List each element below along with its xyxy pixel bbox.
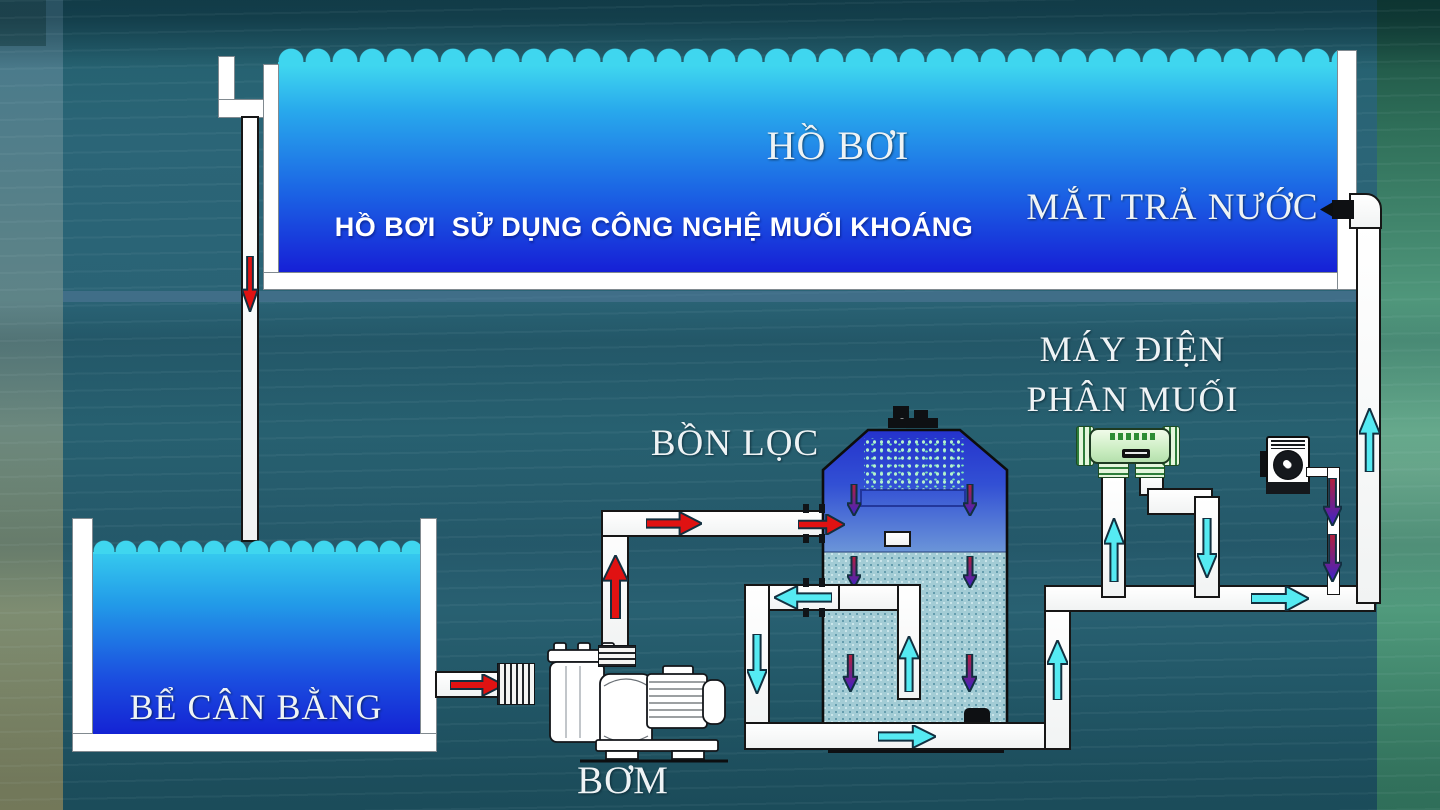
flange-tick [819, 504, 825, 513]
shadow-strip [63, 291, 1377, 302]
flange-tick [819, 534, 825, 543]
flow-arrow-drain-down [242, 256, 258, 312]
filter-inlet-elbow [884, 531, 911, 547]
flow-arrow-loop-down [747, 634, 767, 694]
sprinkler-spray [864, 438, 964, 490]
pump-illustration [547, 642, 728, 763]
balance-tank-water [93, 554, 420, 734]
flow-arrow-loop-up [1047, 640, 1068, 700]
return-jet-label: MẮT TRẢ NƯỚC [1026, 187, 1319, 228]
doser-bracket [1260, 451, 1268, 477]
flow-arrow-percolate [843, 654, 858, 692]
filter-distributor [860, 489, 966, 507]
pump-inlet-coupling [497, 663, 535, 705]
filter-collector-outlet [836, 584, 900, 611]
flow-arrow-percolate [963, 556, 977, 588]
flow-arrow-return-up [1359, 408, 1380, 472]
flange-tick [803, 504, 809, 513]
cell-display-slot [1122, 449, 1150, 458]
doser-gear [1273, 450, 1303, 480]
filter-label: BỒN LỌC [650, 423, 820, 464]
flow-arrow-filter-inlet [798, 514, 845, 535]
flange-tick [803, 578, 809, 587]
flow-arrow-chemical [1323, 478, 1342, 526]
flow-arrow-chemical [1323, 534, 1342, 582]
pool-wall-right [1337, 50, 1357, 290]
pool-subtitle: HỒ BƠI SỬ DỤNG CÔNG NGHỆ MUỐI KHOÁNG [334, 212, 974, 242]
flow-arrow-percolate [963, 484, 977, 516]
electrolyzer-label-line2: PHÂN MUỐI [1026, 379, 1239, 419]
flow-arrow-cell-down [1197, 518, 1217, 578]
flange-tick [819, 578, 825, 587]
doser-vents [1271, 440, 1305, 449]
flange-tick [803, 608, 809, 617]
pool-water [278, 66, 1338, 273]
pool-title: HỒ BƠI [766, 123, 910, 168]
corner-shade [0, 0, 46, 46]
flow-arrow-return-right [1251, 586, 1309, 611]
doser-base [1266, 482, 1310, 494]
right-edge-band [1377, 0, 1440, 810]
flow-arrow-percolate [847, 484, 861, 516]
electrolyzer-label-line1: MÁY ĐIỆN [1039, 329, 1226, 369]
balance-tank-label: BỂ CÂN BẰNG [129, 687, 383, 727]
electrolyzer-label: MÁY ĐIỆN PHÂN MUỐI [1010, 324, 1255, 424]
return-jet-nozzle [1332, 200, 1354, 219]
cell-outlet-pipe [1194, 496, 1220, 598]
flow-arrow-percolate [962, 654, 977, 692]
pool-wall-left [263, 64, 279, 275]
flow-arrow-riser-up [899, 636, 919, 692]
flow-arrow-to-filter [646, 512, 702, 535]
flow-arrow-cell-up [1104, 518, 1124, 582]
balance-tank-wall-right [420, 518, 437, 752]
flow-arrow-percolate [847, 556, 861, 588]
flow-arrow-pump-up [603, 555, 628, 619]
dosing-pump [1266, 436, 1310, 494]
left-edge-band [0, 0, 63, 810]
flange-tick [819, 608, 825, 617]
pump-label: BƠM [577, 759, 669, 802]
flange-tick [803, 534, 809, 543]
balance-tank-wall-left [72, 518, 93, 752]
flow-arrow-suction [450, 674, 504, 696]
pool-wall-bottom [263, 272, 1356, 290]
flow-arrow-loop-right [878, 725, 936, 748]
pump-outlet-collar [598, 645, 636, 667]
flow-arrow-filtered-left [774, 586, 832, 609]
drain-pipe [241, 116, 259, 542]
cell-label-text [1110, 433, 1156, 440]
balance-tank-bottom [72, 733, 437, 752]
